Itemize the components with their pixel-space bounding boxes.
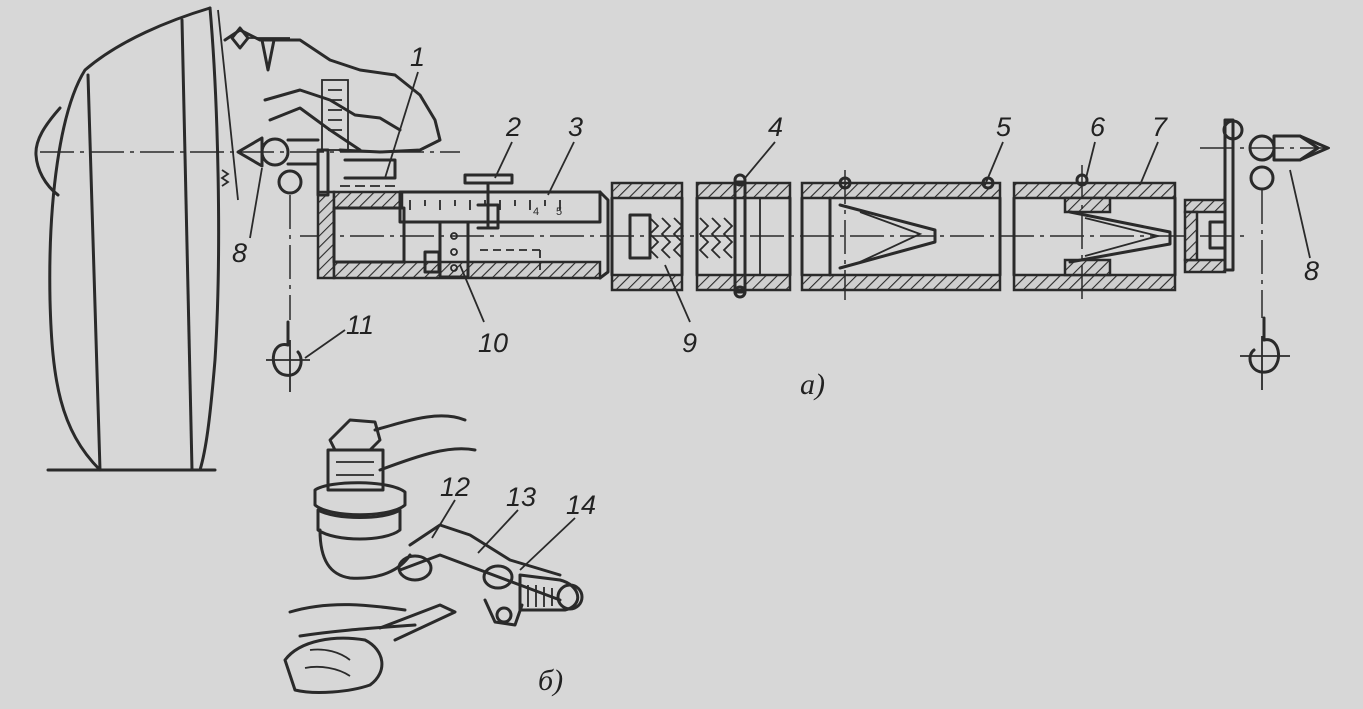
- hook-right: [1240, 316, 1290, 390]
- caption-b: б): [538, 664, 563, 697]
- callout-8-left: 8: [232, 238, 247, 268]
- callout-11: 11: [346, 310, 374, 340]
- callout-14: 14: [566, 490, 596, 520]
- callout-1: 1: [410, 42, 425, 72]
- callout-12: 12: [440, 472, 470, 502]
- right-tip-8: [1222, 119, 1330, 318]
- callout-13: 13: [506, 482, 536, 512]
- right-end-cap: [1183, 118, 1235, 274]
- callout-6: 6: [1090, 112, 1106, 142]
- wheel-tire: [34, 6, 239, 472]
- callout-labels: 1 2 3 4 5 6 7 8 8 9 10 11 12 13 14: [232, 42, 1319, 520]
- callout-9: 9: [682, 328, 697, 358]
- left-tip-8: [236, 136, 320, 320]
- ruler-housing: 4 5: [316, 148, 610, 280]
- callout-2: 2: [505, 112, 521, 142]
- callout-5: 5: [996, 112, 1012, 142]
- callout-10: 10: [478, 328, 508, 358]
- callout-4: 4: [768, 112, 783, 142]
- tube-5: [800, 170, 1002, 300]
- detail-b-illustration: [283, 414, 584, 694]
- leader-lines-a: [249, 71, 1311, 359]
- tube-7: [1012, 165, 1177, 300]
- scale-mark-4: 4: [533, 206, 539, 218]
- caption-a: а): [800, 368, 825, 401]
- scale-mark-5: 5: [556, 206, 562, 218]
- suspension-knuckle: [220, 26, 442, 187]
- callout-8-right: 8: [1304, 256, 1319, 286]
- callout-3: 3: [568, 112, 583, 142]
- spring-section: [610, 173, 792, 299]
- callout-7: 7: [1152, 112, 1168, 142]
- hook-11: [266, 320, 310, 392]
